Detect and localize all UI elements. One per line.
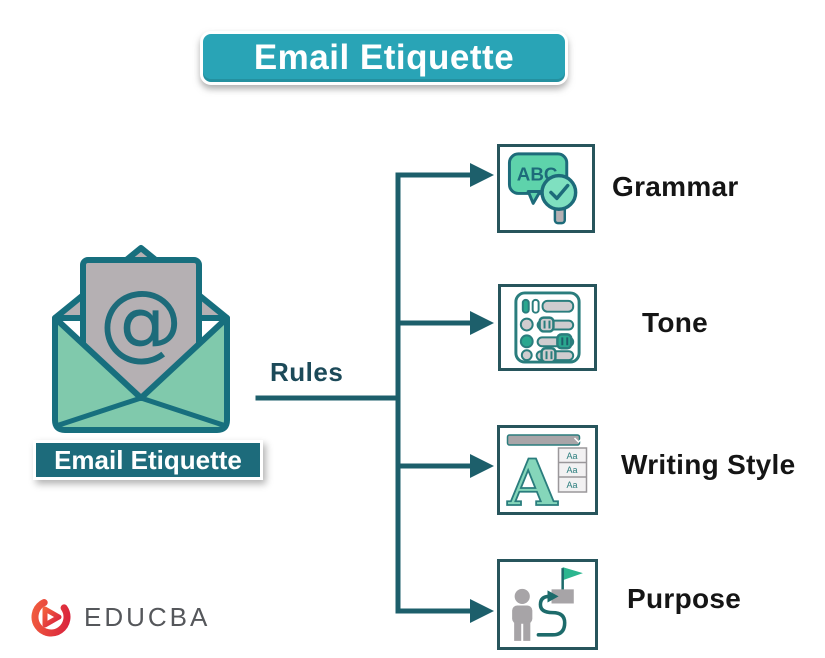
writing-style-icon-box: Aa Aa Aa A [497,425,598,515]
page-title: Email Etiquette [253,38,515,77]
purpose-goal-flag-icon [512,567,583,641]
aa-option-2: Aa [567,465,578,475]
educba-logo-text: EDUCBA [84,601,211,632]
title-banner: Email Etiquette [200,31,568,85]
branch-label-writing-style: Writing Style [621,449,796,480]
big-letter-a: A [507,446,559,512]
arrowhead-writing-style [470,454,494,478]
grammar-icon-box: ABC [497,144,595,233]
branch-label-tone: Tone [642,307,709,338]
arrowhead-tone [470,311,494,335]
arrowhead-purpose [470,599,494,623]
purpose-icon-box [497,559,598,650]
aa-option-3: Aa [567,480,578,490]
at-symbol: @ [99,272,183,370]
branch-label-grammar: Grammar [612,171,739,202]
aa-option-1: Aa [567,451,578,461]
grammar-abc-magnifier-icon: ABC [507,152,578,225]
educba-logo: EDUCBA [28,594,210,640]
writing-style-letter-a-icon: Aa Aa Aa A [506,434,588,512]
open-envelope-email-icon: @ [52,245,230,433]
branch-label-purpose: Purpose [627,583,742,614]
rules-label: Rules [270,357,344,387]
envelope-caption: Email Etiquette [33,440,263,480]
envelope-caption-label: Email Etiquette [54,445,242,475]
arrowhead-grammar [470,163,494,187]
tone-icon-box [498,284,597,371]
educba-logo-icon [31,597,71,637]
tone-sliders-icon [514,291,581,364]
